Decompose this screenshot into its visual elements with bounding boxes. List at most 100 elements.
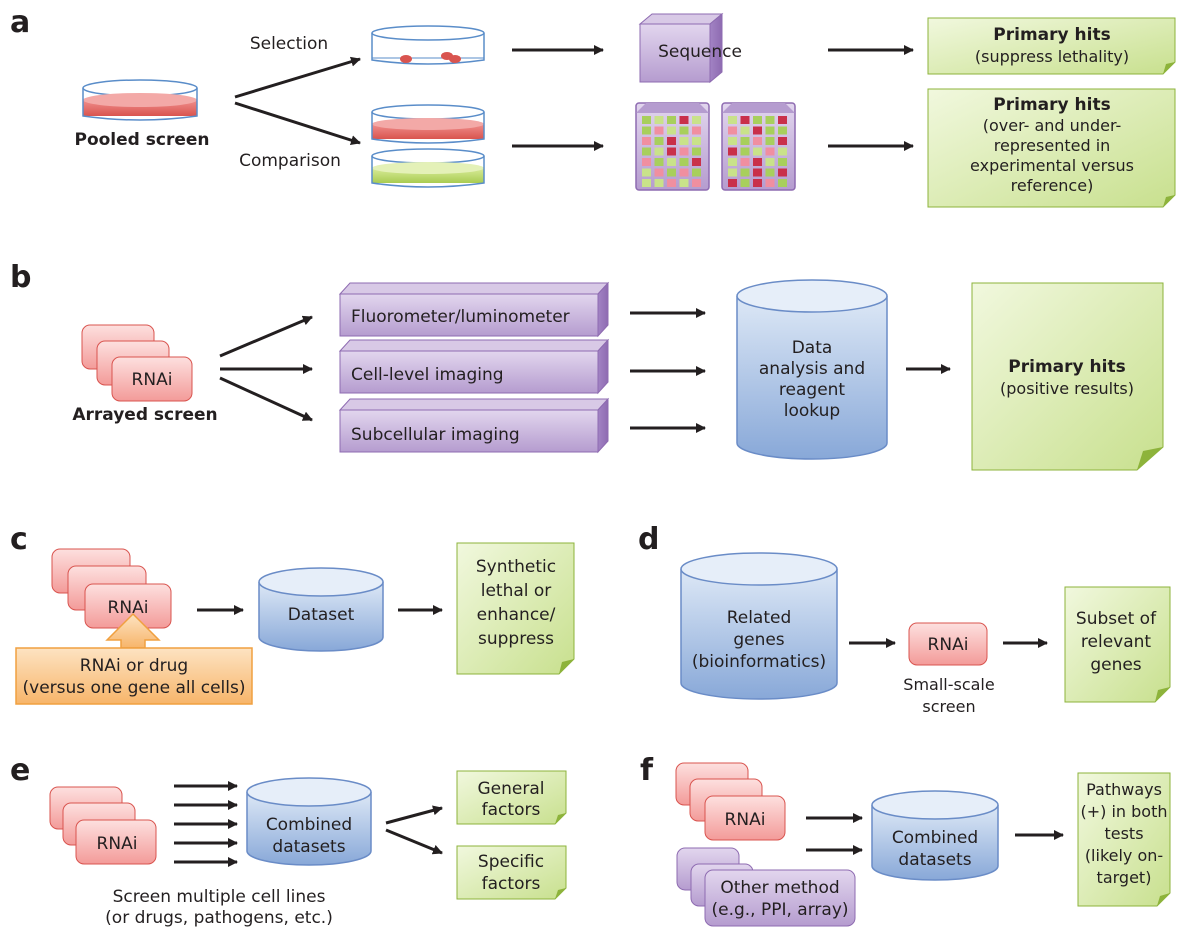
array-spot — [778, 148, 787, 156]
array-spot — [667, 169, 676, 177]
note-e2-line-1: Specific — [478, 852, 544, 872]
array-spot — [680, 179, 689, 187]
array-spot — [778, 179, 787, 187]
array-spot — [778, 127, 787, 135]
arrow-b-3 — [220, 378, 312, 420]
microarray-icon-1 — [636, 103, 709, 190]
array-spot — [680, 169, 689, 177]
hits-b-title: Primary hits — [1008, 357, 1125, 377]
array-spot — [655, 169, 664, 177]
array-spot — [692, 179, 701, 187]
array-spot — [655, 116, 664, 124]
array-spot — [667, 137, 676, 145]
array-spot — [642, 158, 651, 166]
hits2-line-1: (over- and under- — [983, 116, 1122, 135]
array-spot — [655, 158, 664, 166]
drug-line-2: (versus one gene all cells) — [23, 678, 246, 698]
rnai-label-f: RNAi — [725, 810, 766, 830]
arrow-e-6 — [386, 808, 442, 823]
other-line-1: Other method — [720, 878, 839, 898]
array-spot — [692, 148, 701, 156]
note-f-line-3: tests — [1104, 824, 1143, 843]
array-spot — [655, 127, 664, 135]
rnai-label-c: RNAi — [108, 598, 149, 618]
arrow-selection — [235, 59, 360, 97]
array-spot — [753, 158, 762, 166]
array-spot — [728, 116, 737, 124]
cyl-b-line-2: analysis and — [759, 359, 865, 379]
arrayed-screen-label: Arrayed screen — [72, 405, 217, 425]
cyl-f-line-1: Combined — [892, 828, 978, 848]
array-spot — [728, 148, 737, 156]
array-spot — [766, 127, 775, 135]
array-spot — [766, 179, 775, 187]
array-spot — [766, 169, 775, 177]
array-spot — [766, 148, 775, 156]
panel-letter-f: f — [640, 753, 654, 788]
array-spot — [680, 137, 689, 145]
cyl-d-line-3: (bioinformatics) — [692, 652, 826, 672]
hits2-line-3: experimental versus — [970, 156, 1134, 175]
array-spot — [667, 179, 676, 187]
array-spot — [667, 116, 676, 124]
note-c-line-1: Synthetic — [476, 557, 556, 577]
hits1-sub: (suppress lethality) — [975, 47, 1129, 66]
array-spot — [642, 127, 651, 135]
array-spot — [728, 169, 737, 177]
sequence-label: Sequence — [658, 42, 742, 62]
selection-dish-icon — [372, 26, 484, 64]
arrow-e-7 — [386, 830, 442, 853]
array-spot — [692, 137, 701, 145]
comparison-dish-green-icon — [372, 149, 484, 187]
array-spot — [655, 148, 664, 156]
panel-letter-b: b — [10, 260, 31, 295]
cyl-b-line-4: lookup — [784, 401, 840, 421]
note-e2-line-2: factors — [482, 874, 541, 894]
comparison-dish-red-icon — [372, 105, 484, 143]
array-spot — [741, 137, 750, 145]
array-spot — [741, 116, 750, 124]
array-spot — [766, 158, 775, 166]
array-spot — [741, 179, 750, 187]
note-d-line-2: relevant — [1081, 632, 1152, 652]
cyl-b-line-3: reagent — [779, 380, 846, 400]
hits1-title: Primary hits — [993, 25, 1110, 45]
array-spot — [680, 158, 689, 166]
cyl-d-line-1: Related — [727, 608, 792, 628]
array-spot — [741, 148, 750, 156]
array-spot — [728, 127, 737, 135]
arrow-b-1 — [220, 317, 312, 356]
note-c-line-2: lethal or — [481, 581, 552, 601]
note-d-line-1: Subset of — [1076, 609, 1157, 629]
note-e1-line-1: General — [478, 779, 545, 799]
array-spot — [741, 158, 750, 166]
array-spot — [753, 127, 762, 135]
caption-e-line-1: Screen multiple cell lines — [113, 887, 326, 907]
cyl-e-line-2: datasets — [272, 837, 345, 857]
cyl-f-line-2: datasets — [898, 850, 971, 870]
array-spot — [778, 116, 787, 124]
array-spot — [692, 116, 701, 124]
array-spot — [642, 169, 651, 177]
other-line-2: (e.g., PPI, array) — [711, 900, 848, 920]
fluorometer-label: Fluorometer/luminometer — [351, 307, 570, 327]
array-spot — [728, 137, 737, 145]
dataset-label: Dataset — [288, 605, 355, 625]
rnai-label-b: RNAi — [132, 370, 173, 390]
note-e1-line-2: factors — [482, 800, 541, 820]
arrow-comparison — [235, 103, 360, 143]
cyl-e-line-1: Combined — [266, 815, 352, 835]
panel-letter-a: a — [10, 5, 30, 40]
array-spot — [692, 127, 701, 135]
note-f-line-2: (+) in both — [1080, 802, 1167, 821]
array-spot — [642, 116, 651, 124]
hits2-line-2: represented in — [994, 136, 1111, 155]
note-c-line-4: suppress — [478, 629, 554, 649]
array-spot — [766, 137, 775, 145]
cyl-d-line-2: genes — [733, 630, 784, 650]
note-f-line-1: Pathways — [1086, 780, 1162, 799]
array-spot — [692, 158, 701, 166]
array-spot — [680, 148, 689, 156]
cyl-b-line-1: Data — [792, 338, 833, 358]
